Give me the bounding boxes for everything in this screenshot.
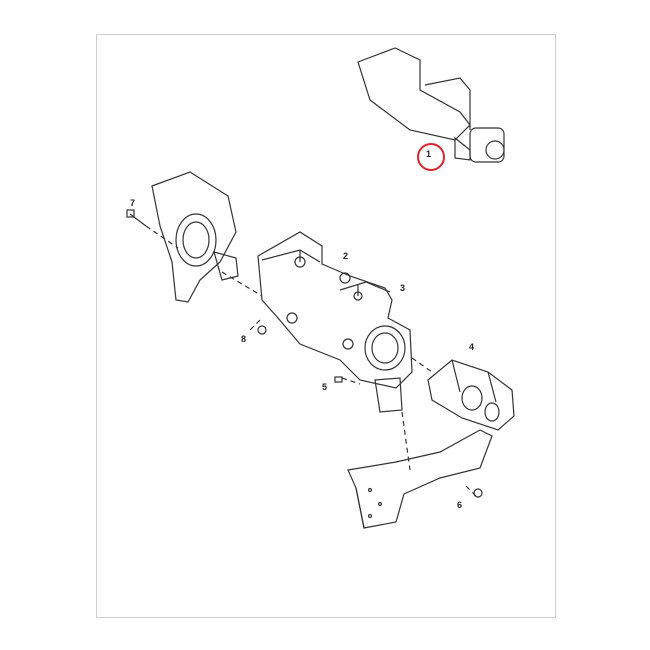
charge-pump[interactable]	[427, 359, 515, 431]
diagram-frame	[96, 34, 556, 618]
bolt-7[interactable]	[126, 209, 147, 227]
pump-guard[interactable]	[151, 171, 239, 303]
callout-7[interactable]: 7	[130, 198, 136, 208]
nut-6[interactable]	[473, 488, 483, 498]
leader-line	[249, 319, 477, 497]
callout-4[interactable]: 4	[469, 342, 475, 352]
callout-5[interactable]: 5	[322, 382, 328, 392]
bolt-5[interactable]	[334, 376, 343, 383]
highlight-circle	[417, 143, 445, 171]
callout-6[interactable]: 6	[457, 500, 463, 510]
nut-8[interactable]	[257, 325, 267, 335]
mounting-bracket[interactable]	[347, 429, 493, 529]
callout-2[interactable]: 2	[343, 251, 349, 261]
callout-1[interactable]: 1	[426, 149, 432, 159]
hydrostatic-pump[interactable]	[257, 231, 413, 413]
leader-line	[411, 357, 433, 373]
callout-8[interactable]: 8	[241, 334, 247, 344]
leader-line	[145, 225, 263, 297]
assembled-pump-thumbnail[interactable]	[357, 47, 505, 163]
callout-3[interactable]: 3	[400, 283, 406, 293]
